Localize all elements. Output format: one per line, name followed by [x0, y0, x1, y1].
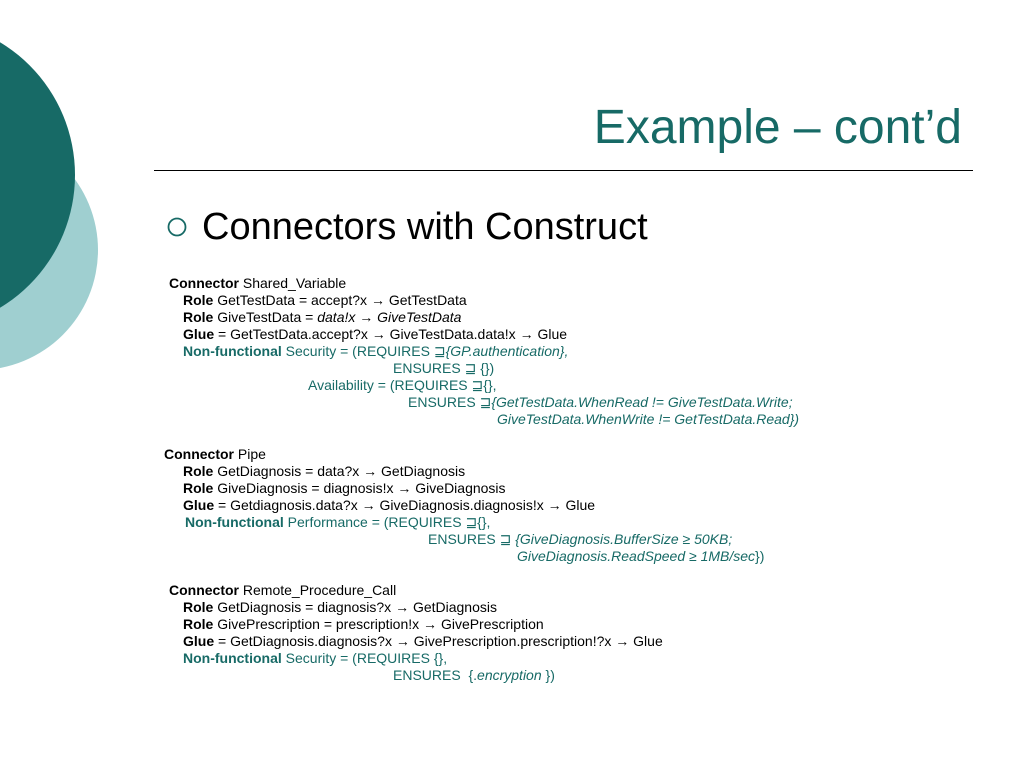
decorative-circles: [0, 42, 98, 368]
ensures-line: ENSURES ⊒ {}): [393, 360, 495, 376]
ensures-line: ENSURES ⊒{GetTestData.WhenRead != GiveTe…: [408, 394, 793, 410]
non-functional-line: Non-functional Performance = (REQUIRES ⊒…: [185, 514, 491, 530]
availability-line: Availability = (REQUIRES ⊒{},: [308, 377, 497, 393]
arrow-icon: →: [423, 616, 438, 632]
ensures-continuation: GiveDiagnosis.ReadSpeed ≥ 1MB/sec}): [517, 548, 765, 564]
arrow-icon: →: [395, 599, 410, 615]
superset-icon: ⊒: [479, 394, 492, 410]
non-functional-line: Non-functional Security = (REQUIRES ⊒{GP…: [183, 343, 569, 359]
ensures-line: ENSURES ⊒ {GiveDiagnosis.BufferSize ≥ 50…: [428, 531, 733, 547]
connector-header: Connector Shared_Variable: [169, 275, 347, 291]
role-line: Role GetDiagnosis = diagnosis?x → GetDia…: [183, 599, 497, 615]
arrow-icon: →: [397, 480, 412, 496]
bullet-item: Connectors with Construct: [166, 202, 648, 252]
arrow-icon: →: [363, 463, 378, 479]
slide-title: Example – cont’d: [593, 101, 962, 154]
arrow-icon: →: [371, 326, 386, 342]
role-line: Role GetTestData = accept?x → GetTestDat…: [183, 292, 467, 308]
role-line: Role GetDiagnosis = data?x → GetDiagnosi…: [183, 463, 466, 479]
hollow-circle-bullet-icon: [167, 217, 187, 237]
ensures-line: ENSURES {.encryption }): [393, 667, 555, 683]
connector-header: Connector Remote_Procedure_Call: [169, 582, 397, 598]
dark-circle: [0, 42, 75, 308]
arrow-icon: →: [547, 497, 562, 513]
arrow-icon: →: [370, 292, 385, 308]
glue-line: Glue = Getdiagnosis.data?x → GiveDiagnos…: [183, 497, 596, 513]
superset-icon: ⊒: [499, 531, 512, 547]
title-divider: [154, 170, 973, 171]
role-line: Role GiveDiagnosis = diagnosis!x → GiveD…: [183, 480, 506, 496]
connector-header: Connector Pipe: [164, 446, 266, 462]
bullet-text: Connectors with Construct: [202, 205, 648, 248]
role-line: Role GivePrescription = prescription!x →…: [183, 616, 544, 632]
role-line: Role GiveTestData = data!x → GiveTestDat…: [183, 309, 462, 325]
arrow-icon: →: [615, 633, 630, 649]
ensures-continuation: GiveTestData.WhenWrite != GetTestData.Re…: [497, 411, 800, 427]
superset-icon: ⊒: [471, 377, 484, 393]
superset-icon: ⊒: [465, 514, 478, 530]
arrow-icon: →: [519, 326, 534, 342]
glue-line: Glue = GetDiagnosis.diagnosis?x → GivePr…: [183, 633, 663, 649]
non-functional-line: Non-functional Security = (REQUIRES {},: [183, 650, 448, 666]
arrow-icon: →: [361, 497, 376, 513]
glue-line: Glue = GetTestData.accept?x → GiveTestDa…: [183, 326, 568, 342]
superset-icon: ⊒: [464, 360, 477, 376]
arrow-icon: →: [359, 309, 374, 325]
arrow-icon: →: [395, 633, 410, 649]
superset-icon: ⊒: [433, 343, 446, 359]
